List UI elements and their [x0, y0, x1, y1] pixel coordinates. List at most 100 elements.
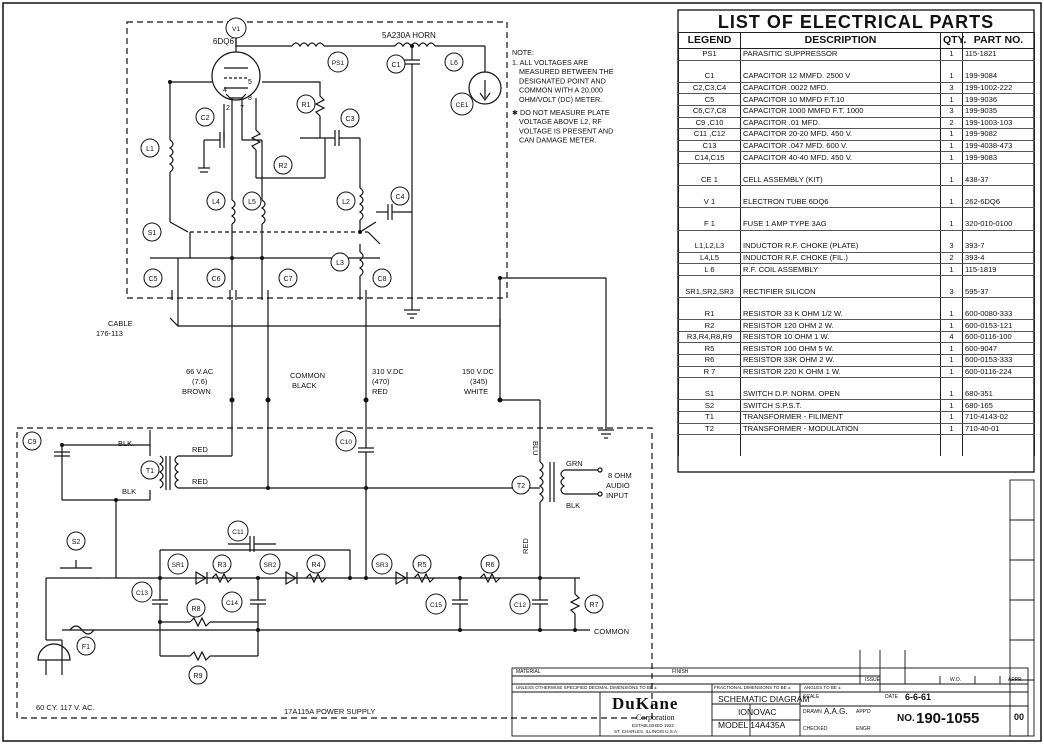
parts-cell-description: CAPACITOR .01 MFD.: [740, 117, 941, 130]
parts-cell-description: TRANSFORMER - FILIMENT: [740, 411, 941, 424]
label-text-c12: C12: [514, 602, 526, 609]
parts-row: [678, 60, 1035, 72]
label-text-s1: S1: [148, 230, 157, 237]
label-text-c7: C7: [284, 276, 293, 283]
v66-reading: (7.6): [192, 377, 208, 386]
label-c1: C1: [386, 54, 406, 74]
label-text-c1: C1: [392, 62, 401, 69]
parts-cell-qty: 1: [940, 263, 963, 276]
parts-cell-description: [740, 275, 941, 287]
label-r2: R2: [273, 155, 293, 175]
t2-secondary-coil: [560, 469, 566, 495]
parts-cell-part-no: [962, 163, 1035, 175]
note-title: NOTE:: [512, 48, 534, 57]
parts-cell-legend: C2,C3,C4: [678, 82, 741, 95]
label-sr3: SR3: [371, 553, 393, 575]
parts-row: [678, 445, 1035, 457]
v310-label: 310 V.DC: [372, 367, 404, 376]
parts-cell-part-no: 199-9083: [962, 151, 1035, 164]
label-text-l6: L6: [450, 60, 458, 67]
parts-cell-description: RESISTOR 220 K OHM 1 W.: [740, 366, 941, 379]
parts-cell-part-no: 600-0080-333: [962, 308, 1035, 321]
label-c4: C4: [390, 186, 410, 206]
parts-cell-qty: 1: [940, 308, 963, 321]
r3-resistor-symbol: [211, 572, 233, 584]
parts-cell-part-no: [962, 185, 1035, 197]
parts-cell-qty: 1: [940, 140, 963, 153]
label-text-r5: R5: [418, 562, 427, 569]
parts-cell-description: CAPACITOR 1000 MMFD F.T. 1000: [740, 105, 941, 118]
label-ps1: PS1: [327, 51, 349, 73]
t2-coil-symbol: [538, 461, 544, 503]
wire-red-1: RED: [192, 445, 208, 454]
parts-cell-qty: 1: [940, 342, 963, 356]
parts-cell-part-no: 115-1819: [962, 263, 1035, 276]
parts-cell-description: CAPACITOR 40-40 MFD. 450 V.: [740, 151, 941, 164]
company-city: ST. CHARLES, ILLINOIS U.S.A.: [614, 729, 679, 734]
pin-7: 7: [240, 105, 244, 112]
fuse-symbol: [69, 625, 95, 635]
label-text-c15: C15: [430, 602, 442, 609]
parts-cell-description: CAPACITOR .047 MFD. 600 V.: [740, 140, 941, 153]
note-line: OHM/VOLT (DC) METER.: [519, 95, 602, 104]
r9-resistor-symbol: [189, 650, 211, 662]
parts-cell-part-no: 199-1002-222: [962, 82, 1035, 95]
note-line: 1. ALL VOLTAGES ARE: [512, 58, 588, 67]
label-text-c9: C9: [28, 439, 37, 446]
parts-cell-legend: L1,L2,L3: [678, 241, 741, 253]
v150-label: 150 V.DC: [462, 367, 494, 376]
parts-cell-description: CAPACITOR 12 MMFD. 2500 V: [740, 71, 941, 83]
label-text-r2: R2: [279, 163, 288, 170]
parts-cell-part-no: 438-37: [962, 174, 1035, 187]
parts-row: [678, 297, 1035, 309]
label-r5: R5: [412, 554, 432, 574]
parts-cell-qty: [940, 60, 963, 72]
label-text-ce1: CE1: [456, 102, 469, 109]
label-l6: L6: [444, 52, 464, 72]
note-line: CAN DAMAGE METER.: [519, 136, 596, 145]
parts-cell-part-no: 262-6DQ6: [962, 196, 1035, 209]
parts-cell-qty: 1: [940, 366, 963, 379]
parts-cell-part-no: [962, 377, 1035, 389]
note-line: DESIGNATED POINT AND: [519, 76, 606, 85]
sr3-diode-symbol: [395, 570, 408, 586]
label-c5: C5: [143, 268, 163, 288]
label-r3: R3: [212, 554, 232, 574]
parts-cell-legend: R 7: [678, 366, 741, 379]
parts-cell-qty: 1: [940, 71, 963, 83]
tube-type-label: 6DQ6: [213, 37, 234, 46]
label-text-v1: V1: [232, 26, 240, 33]
parts-cell-part-no: 115-1821: [962, 48, 1035, 61]
parts-cell-legend: [678, 445, 741, 457]
label-text-sr3: SR3: [376, 562, 389, 569]
common-label-2: COMMON: [594, 627, 629, 636]
parts-cell-legend: L 6: [678, 263, 741, 276]
angles-note: ANGLES TO BE ±: [804, 685, 841, 690]
label-text-sr1: SR1: [172, 562, 185, 569]
parts-cell-qty: 1: [940, 196, 963, 209]
pin-4: 4: [223, 87, 227, 94]
label-l4: L4: [206, 191, 226, 211]
parts-cell-qty: [940, 163, 963, 175]
parts-cell-legend: S1: [678, 388, 741, 401]
parts-cell-qty: 1: [940, 48, 963, 61]
tolerance-note: UNLESS OTHERWISE SPECIFIED DECIMAL DIMEN…: [516, 685, 657, 690]
label-l1: L1: [140, 138, 160, 158]
drawn-label: DRAWN: [803, 709, 822, 715]
parts-cell-part-no: [962, 445, 1035, 457]
label-c3: C3: [340, 108, 360, 128]
header-legend: LEGEND: [678, 32, 741, 49]
parts-cell-part-no: 680-351: [962, 388, 1035, 401]
parts-cell-part-no: 680-165: [962, 399, 1035, 412]
wire-blu: BLU: [531, 441, 540, 456]
parts-cell-legend: [678, 230, 741, 242]
parts-cell-legend: C9 ,C10: [678, 117, 741, 130]
parts-cell-description: CAPACITOR 20-20 MFD. 450 V.: [740, 128, 941, 141]
label-c11: C11: [227, 520, 249, 542]
